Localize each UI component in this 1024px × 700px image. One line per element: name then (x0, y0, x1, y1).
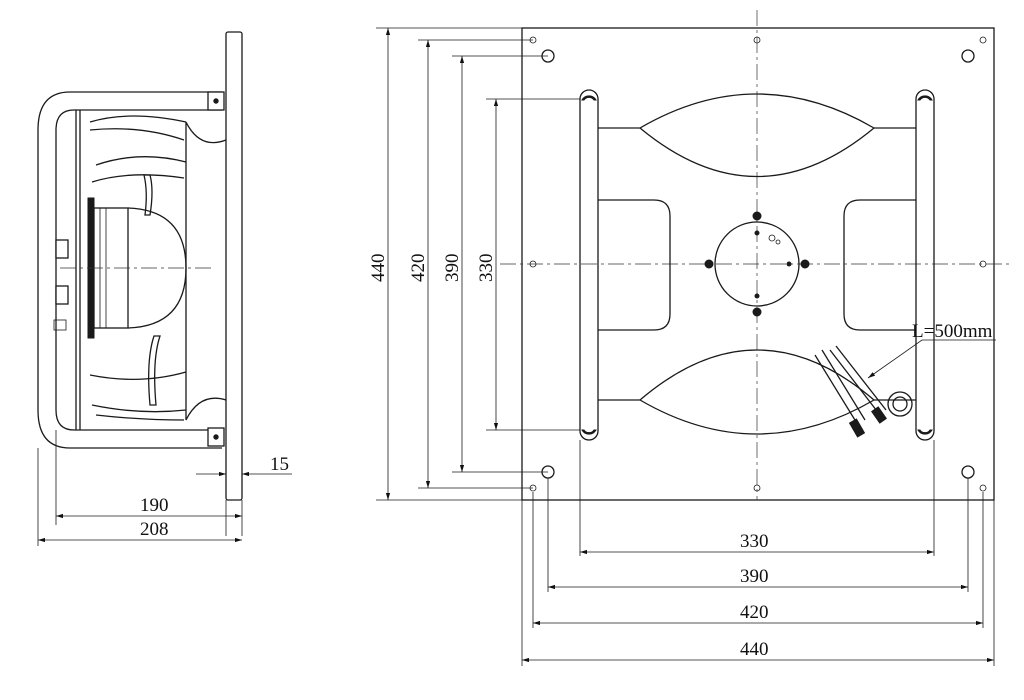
side-impeller-shroud (185, 121, 227, 421)
side-mounting-plate (225, 31, 243, 501)
cable-length-label: L=500mm (912, 321, 993, 342)
guard-spider (598, 93, 916, 435)
front-dim-h-330: 330 (740, 531, 769, 552)
side-impeller-blades (89, 115, 187, 421)
right-guard-rail (915, 89, 935, 441)
side-dim-208: 208 (140, 519, 169, 540)
corner-holes (529, 36, 987, 492)
front-view: L=500mm 440 420 390 330 330 39 (368, 10, 1010, 666)
front-dim-h-440: 440 (740, 639, 769, 660)
side-view: 15 190 208 (37, 31, 292, 546)
side-guard-frame (37, 91, 222, 449)
side-dim-190: 190 (140, 495, 169, 516)
cable-bundle (814, 345, 913, 438)
front-dim-v-420: 420 (408, 254, 429, 283)
front-dim-h-390: 390 (740, 566, 769, 587)
front-dim-h-420: 420 (740, 602, 769, 623)
motor-hub (714, 221, 800, 307)
front-dim-v-390: 390 (442, 254, 463, 283)
front-dim-v-330: 330 (476, 254, 497, 283)
front-dim-v-440: 440 (368, 254, 389, 283)
left-guard-rail (579, 89, 599, 441)
side-dim-15: 15 (270, 454, 289, 475)
